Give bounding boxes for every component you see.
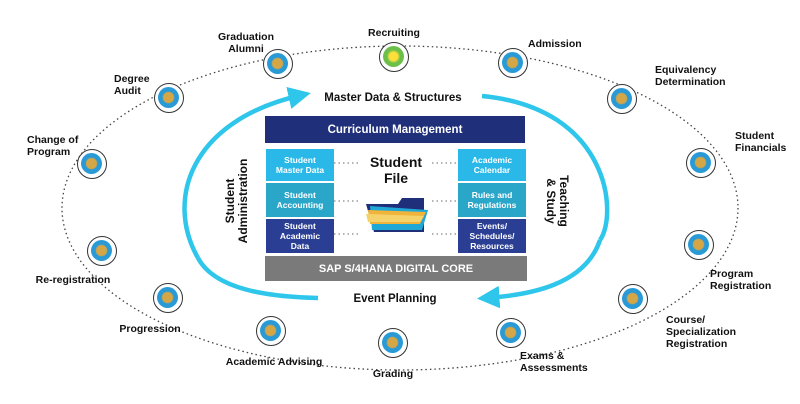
grading-label: Grading [372,368,414,380]
student-academic-data-box: Student Academic Data [266,219,334,253]
exams-assessments-label: Exams & Assessments [520,350,588,374]
student-file-title: Student File [369,154,423,186]
equivalency-node[interactable] [607,84,637,114]
academic-calendar-box: Academic Calendar [458,149,526,181]
academic-advising-node[interactable] [256,316,286,346]
rules-regulations-label: Rules and Regulations [467,190,517,210]
academic-calendar-label: Academic Calendar [471,155,513,175]
digital-core-label: SAP S/4HANA DIGITAL CORE [318,262,474,275]
admission-label: Admission [528,38,582,50]
student-administration-label: Student Administration [223,158,250,244]
events-schedules-box: Events/ Schedules/ Resources [458,219,526,253]
cycle-arrow-bottom-right [477,239,603,309]
program-registration-label: Program Registration [710,268,772,292]
admission-node[interactable] [498,48,528,78]
change-of-program-node[interactable] [77,149,107,179]
exams-assessments-node[interactable] [496,318,526,348]
rules-regulations-box: Rules and Regulations [458,183,526,217]
student-financials-node[interactable] [686,148,716,178]
events-schedules-label: Events/ Schedules/ Resources [469,221,515,251]
student-accounting-box: Student Accounting [266,183,334,217]
re-registration-label: Re-registration [35,274,111,286]
course-registration-node[interactable] [618,284,648,314]
student-master-data-label: Student Master Data [275,155,325,175]
degree-audit-label: Degree Audit [114,73,150,97]
student-accounting-label: Student Accounting [276,190,324,210]
progression-node[interactable] [153,283,183,313]
grading-node[interactable] [378,328,408,358]
degree-audit-node[interactable] [154,83,184,113]
student-financials-label: Student Financials [735,130,787,154]
cycle-arrow-bottom-left [196,256,319,301]
progression-label: Progression [119,323,181,335]
student-file-folder-icon [366,198,428,232]
change-of-program-label: Change of Program [27,134,79,158]
cycle-arrow-top [182,86,311,260]
graduation-alumni-node[interactable] [263,49,293,79]
curriculum-management-label: Curriculum Management [327,123,463,136]
re-registration-node[interactable] [87,236,117,266]
program-registration-node[interactable] [684,230,714,260]
course-registration-label: Course/ Specialization Registration [666,314,737,350]
event-planning-label: Event Planning [353,293,437,305]
process-cycle-ellipse [61,45,739,371]
teaching-study-label: Teaching & Study [544,175,571,227]
cycle-arrow-top-right [481,93,610,242]
curriculum-management-bar: Curriculum Management [265,116,525,143]
academic-advising-label: Academic Advising [225,356,323,368]
student-academic-data-label: Student Academic Data [279,221,321,251]
graduation-alumni-label: Graduation Alumni [217,31,275,55]
master-data-label: Master Data & Structures [324,92,462,104]
recruiting-label: Recruiting [368,27,420,39]
student-master-data-box: Student Master Data [266,149,334,181]
recruiting-node[interactable] [379,42,409,72]
digital-core-bar: SAP S/4HANA DIGITAL CORE [265,256,527,281]
equivalency-label: Equivalency Determination [655,64,726,88]
